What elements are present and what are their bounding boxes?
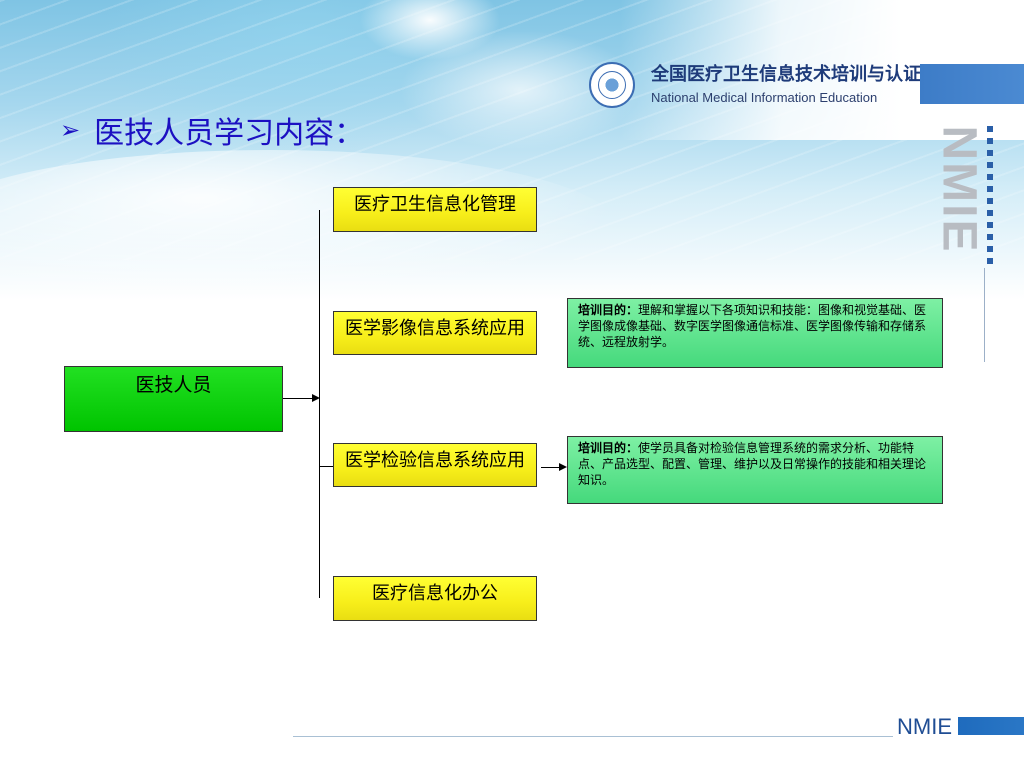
detail-connector <box>541 467 560 468</box>
seal-logo-center <box>598 71 626 99</box>
trunk-line <box>319 210 320 598</box>
arrow-bullet-icon: ➢ <box>60 116 81 144</box>
footer-brand-logo: NMIE <box>897 714 952 739</box>
detail-box-imaging: 培训目的：理解和掌握以下各项知识和技能：图像和视觉基础、医学图像成像基础、数字医… <box>567 298 943 368</box>
org-name-cn: 全国医疗卫生信息技术培训与认证 <box>651 64 921 85</box>
brand-vertical-logo: NMIE <box>933 122 986 256</box>
branch-label: 医疗信息化办公 <box>372 583 498 604</box>
brand-color-bar <box>920 64 1024 104</box>
branch-node-imaging: 医学影像信息系统应用 <box>333 311 537 355</box>
footer-divider <box>293 736 893 737</box>
branch-label: 医疗卫生信息化管理 <box>354 194 516 215</box>
branch-label: 医学影像信息系统应用 <box>345 318 525 339</box>
branch-node-laboratory: 医学检验信息系统应用 <box>333 443 537 487</box>
root-node: 医技人员 <box>64 366 283 432</box>
page-title: ➢ 医技人员学习内容： <box>60 108 460 152</box>
branch-label: 医学检验信息系统应用 <box>345 450 525 471</box>
root-connector <box>283 398 313 399</box>
branch-node-management: 医疗卫生信息化管理 <box>333 187 537 232</box>
branch-node-office: 医疗信息化办公 <box>333 576 537 621</box>
decorative-divider <box>984 268 985 362</box>
detail-heading: 培训目的： <box>578 441 639 455</box>
org-name-en: National Medical Information Education <box>651 90 878 105</box>
detail-heading: 培训目的： <box>578 303 639 317</box>
detail-text: 使学员具备对检验信息管理系统的需求分析、功能特点、产品选型、配置、管理、维护以及… <box>578 441 927 487</box>
detail-arrow-icon <box>559 463 567 471</box>
root-arrow-icon <box>312 394 320 402</box>
seal-logo-icon <box>589 62 635 108</box>
detail-box-laboratory: 培训目的：使学员具备对检验信息管理系统的需求分析、功能特点、产品选型、配置、管理… <box>567 436 943 504</box>
detail-text: 理解和掌握以下各项知识和技能：图像和视觉基础、医学图像成像基础、数字医学图像通信… <box>578 303 927 349</box>
branch-connector-3 <box>319 466 333 467</box>
root-node-label: 医技人员 <box>135 374 212 396</box>
page-title-text: 医技人员学习内容： <box>94 116 365 151</box>
footer-color-bar <box>958 717 1024 735</box>
brand-vertical-text: NMIE <box>932 125 986 253</box>
dotted-decoration <box>987 126 993 266</box>
